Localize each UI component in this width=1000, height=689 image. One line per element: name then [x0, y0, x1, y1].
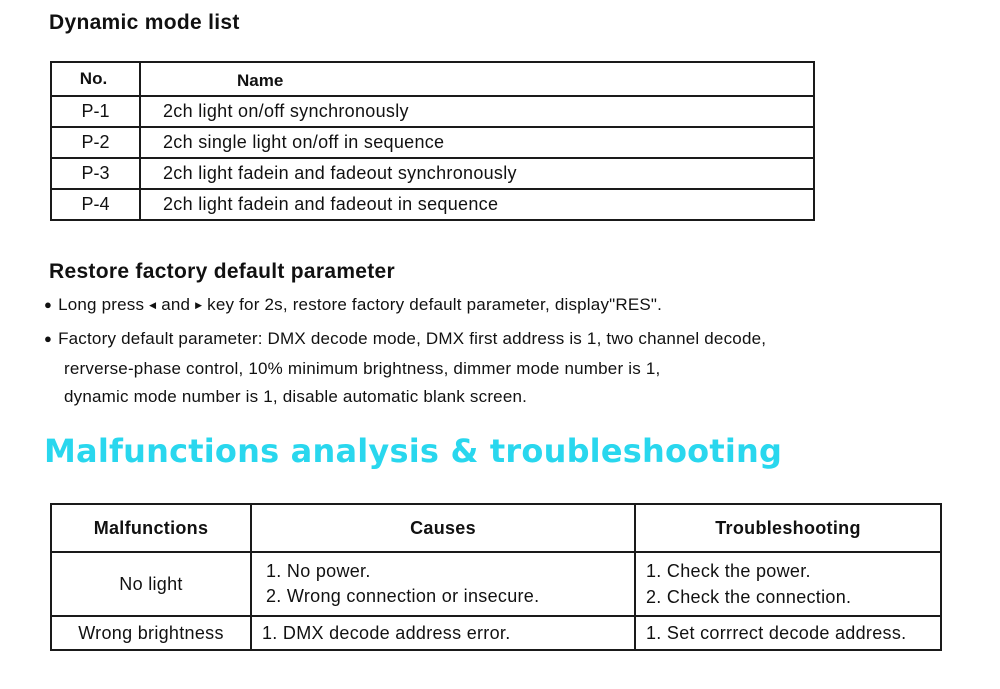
causes-cell: 1. DMX decode address error. [250, 615, 636, 651]
fixes-cell: 1. Check the power. 2. Check the connect… [634, 551, 942, 617]
bullet-dot-icon: ● [44, 297, 53, 312]
mode-no: P-2 [50, 126, 141, 159]
cause-line: 1. No power. [266, 561, 371, 581]
right-arrow-key-icon: ▶ [195, 300, 203, 310]
cause-line: 2. Wrong connection or insecure. [266, 586, 540, 606]
causes-cell: 1. No power. 2. Wrong connection or inse… [250, 551, 636, 617]
table-row: P-1 2ch light on/off synchronously [50, 95, 815, 128]
table-row: P-2 2ch single light on/off in sequence [50, 126, 815, 159]
left-arrow-key-icon: ◀ [149, 300, 157, 310]
bullet1-part1: Long press [58, 295, 145, 314]
bullet2-line3: dynamic mode number is 1, disable automa… [64, 387, 528, 406]
malfunction-cell: Wrong brightness [50, 615, 252, 651]
fixes-cell: 1. Set corrrect decode address. [634, 615, 942, 651]
table-row: No light 1. No power. 2. Wrong connectio… [50, 551, 942, 617]
header-no: No. [50, 61, 141, 97]
bullet1-part2: and [161, 295, 191, 314]
troubleshooting-title: Malfunctions analysis & troubleshooting [44, 432, 783, 470]
malfunction-cell: No light [50, 551, 252, 617]
restore-bullet-2: ● Factory default parameter: DMX decode m… [44, 325, 766, 353]
mode-no: P-4 [50, 188, 141, 221]
header-troubleshooting: Troubleshooting [634, 503, 942, 553]
header-malfunctions: Malfunctions [50, 503, 252, 553]
bullet-dot-icon: ● [44, 331, 53, 346]
dynamic-mode-heading: Dynamic mode list [49, 11, 240, 34]
restore-heading: Restore factory default parameter [49, 260, 396, 283]
bullet2-line1: Factory default parameter: DMX decode mo… [58, 329, 767, 348]
table-row: Wrong brightness 1. DMX decode address e… [50, 615, 942, 651]
mode-name: 2ch light on/off synchronously [139, 95, 815, 128]
mode-name: 2ch light fadein and fadeout in sequence [139, 188, 815, 221]
bullet2-line2: rerverse-phase control, 10% minimum brig… [64, 359, 661, 378]
header-causes: Causes [250, 503, 636, 553]
table-header-row: Malfunctions Causes Troubleshooting [50, 503, 942, 553]
table-header-row: No. Name [50, 61, 815, 97]
mode-name: 2ch single light on/off in sequence [139, 126, 815, 159]
cause-line: 1. DMX decode address error. [262, 622, 511, 643]
mode-no: P-1 [50, 95, 141, 128]
table-row: P-3 2ch light fadein and fadeout synchro… [50, 157, 815, 190]
restore-bullet-1: ● Long press ◀ and ▶ key for 2s, restore … [44, 291, 662, 319]
header-name: Name [139, 61, 815, 97]
mode-no: P-3 [50, 157, 141, 190]
mode-name: 2ch light fadein and fadeout synchronous… [139, 157, 815, 190]
dynamic-mode-table: No. Name P-1 2ch light on/off synchronou… [50, 61, 815, 221]
table-row: P-4 2ch light fadein and fadeout in sequ… [50, 188, 815, 221]
bullet1-part3: key for 2s, restore factory default para… [207, 295, 663, 314]
fix-line: 1. Set corrrect decode address. [646, 622, 907, 643]
fix-line: 2. Check the connection. [646, 587, 852, 607]
fix-line: 1. Check the power. [646, 561, 811, 581]
troubleshooting-table: Malfunctions Causes Troubleshooting No l… [50, 503, 942, 651]
